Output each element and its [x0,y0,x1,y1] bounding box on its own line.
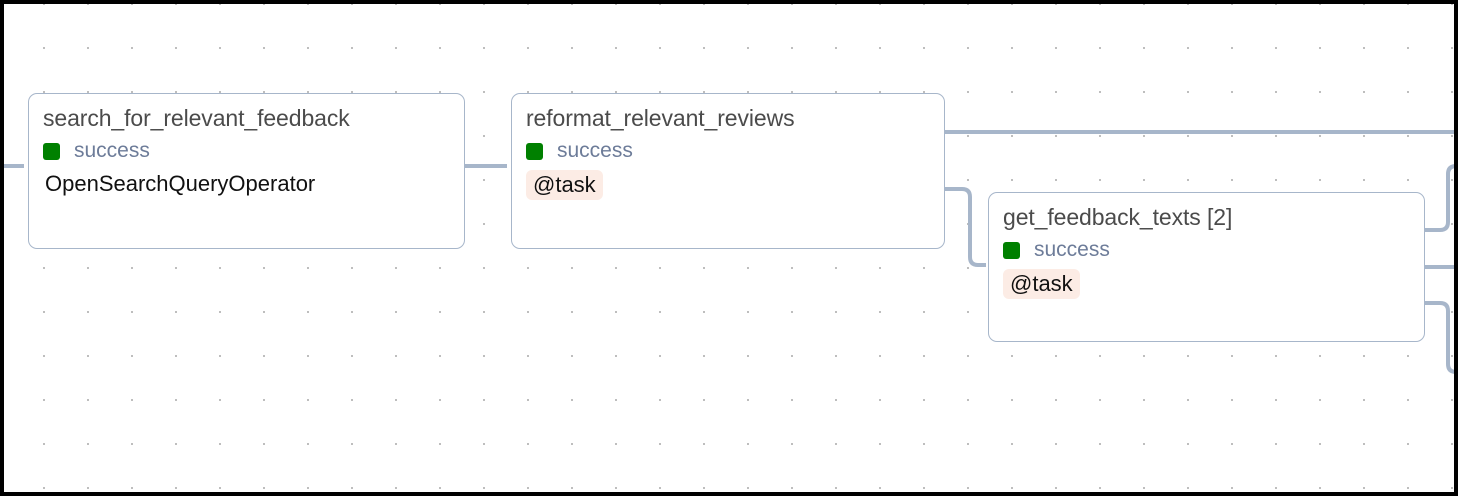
graph-node-reformat-relevant-reviews[interactable]: reformat_relevant_reviews success @task [511,93,945,249]
status-color-swatch-icon [526,142,543,160]
graph-node-search-for-relevant-feedback[interactable]: search_for_relevant_feedback success Ope… [28,93,465,249]
node-status-label: success [1034,238,1110,261]
graph-node-get-feedback-texts[interactable]: get_feedback_texts [2] success @task [988,192,1425,342]
node-decorator-badge: @task [1003,269,1080,299]
node-status-label: success [74,139,150,162]
node-decorator-badge: @task [526,170,603,200]
node-status-label: success [557,139,633,162]
edge-get-feedback-out-top [1425,164,1454,232]
status-color-swatch-icon [43,142,60,160]
graph-canvas[interactable]: search_for_relevant_feedback success Ope… [4,4,1454,492]
node-status: success [526,139,633,163]
edge-get-feedback-out-bottom [1425,301,1454,374]
node-title: reformat_relevant_reviews [526,105,795,131]
status-color-swatch-icon [1003,241,1020,259]
node-status: success [43,139,150,163]
node-status: success [1003,238,1110,262]
node-title: get_feedback_texts [2] [1003,204,1233,230]
node-operator-label: OpenSearchQueryOperator [45,171,316,196]
edge-reformat-to-get-feedback-texts [941,187,986,267]
node-title: search_for_relevant_feedback [43,105,350,131]
